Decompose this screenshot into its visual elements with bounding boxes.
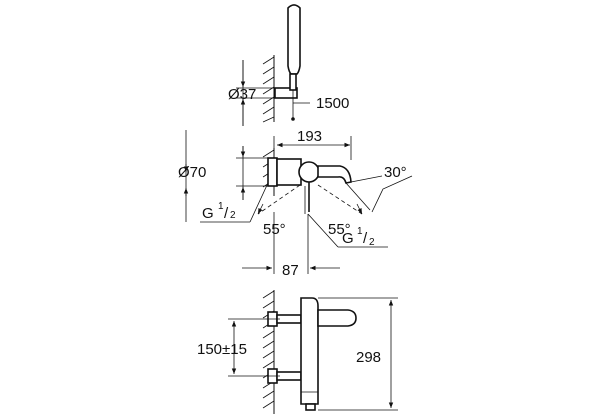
svg-text:G: G — [342, 230, 354, 247]
svg-text:1: 1 — [218, 201, 224, 212]
height-label: 298 — [356, 349, 381, 366]
mixer-body — [276, 158, 302, 186]
control-knob — [298, 161, 320, 183]
spout-angle-label: 30° — [384, 164, 407, 181]
lower-connector — [276, 371, 302, 381]
svg-text:1: 1 — [357, 226, 363, 237]
thread-right-label: G 1 / 2 — [342, 226, 375, 248]
outlet — [305, 403, 316, 411]
spout — [317, 165, 352, 184]
svg-text:2: 2 — [230, 210, 236, 221]
mixer-column — [300, 297, 319, 405]
svg-text:G: G — [202, 205, 214, 222]
angle-leader-line — [371, 175, 413, 213]
hose-length-label: 1500 — [316, 95, 349, 112]
spout-length-label: 193 — [297, 128, 322, 145]
projection-label: 87 — [282, 262, 299, 279]
angle-leader — [350, 175, 383, 183]
mixer-front-view: 150±15 298 — [197, 290, 398, 414]
centers-label: 150±15 — [197, 341, 247, 358]
holder-diameter-label: Ø37 — [228, 86, 256, 103]
swivel-line-right — [317, 184, 363, 215]
thread-left-label: G 1 / 2 — [202, 201, 236, 222]
mixer-top-view: 30° 193 Ø70 G 1 / 2 55° 55° G — [178, 128, 413, 279]
svg-text:/: / — [224, 205, 229, 222]
swivel-right-label: 55° — [328, 221, 351, 238]
hose-end — [291, 117, 295, 121]
upper-connector — [276, 314, 302, 324]
wall-holder — [274, 87, 298, 99]
wall-hatching-bottom — [262, 290, 275, 409]
hand-shower-grip — [289, 73, 297, 91]
hand-shower — [287, 4, 301, 75]
wall-holder-view: Ø37 1500 — [228, 4, 349, 126]
spout-front — [317, 309, 357, 327]
escutcheon — [267, 157, 278, 187]
wall-hatching-top — [262, 56, 275, 123]
escutcheon-diameter-label: Ø70 — [178, 164, 206, 181]
svg-text:2: 2 — [369, 237, 375, 248]
svg-text:/: / — [363, 230, 368, 247]
swivel-line-left — [257, 184, 301, 215]
